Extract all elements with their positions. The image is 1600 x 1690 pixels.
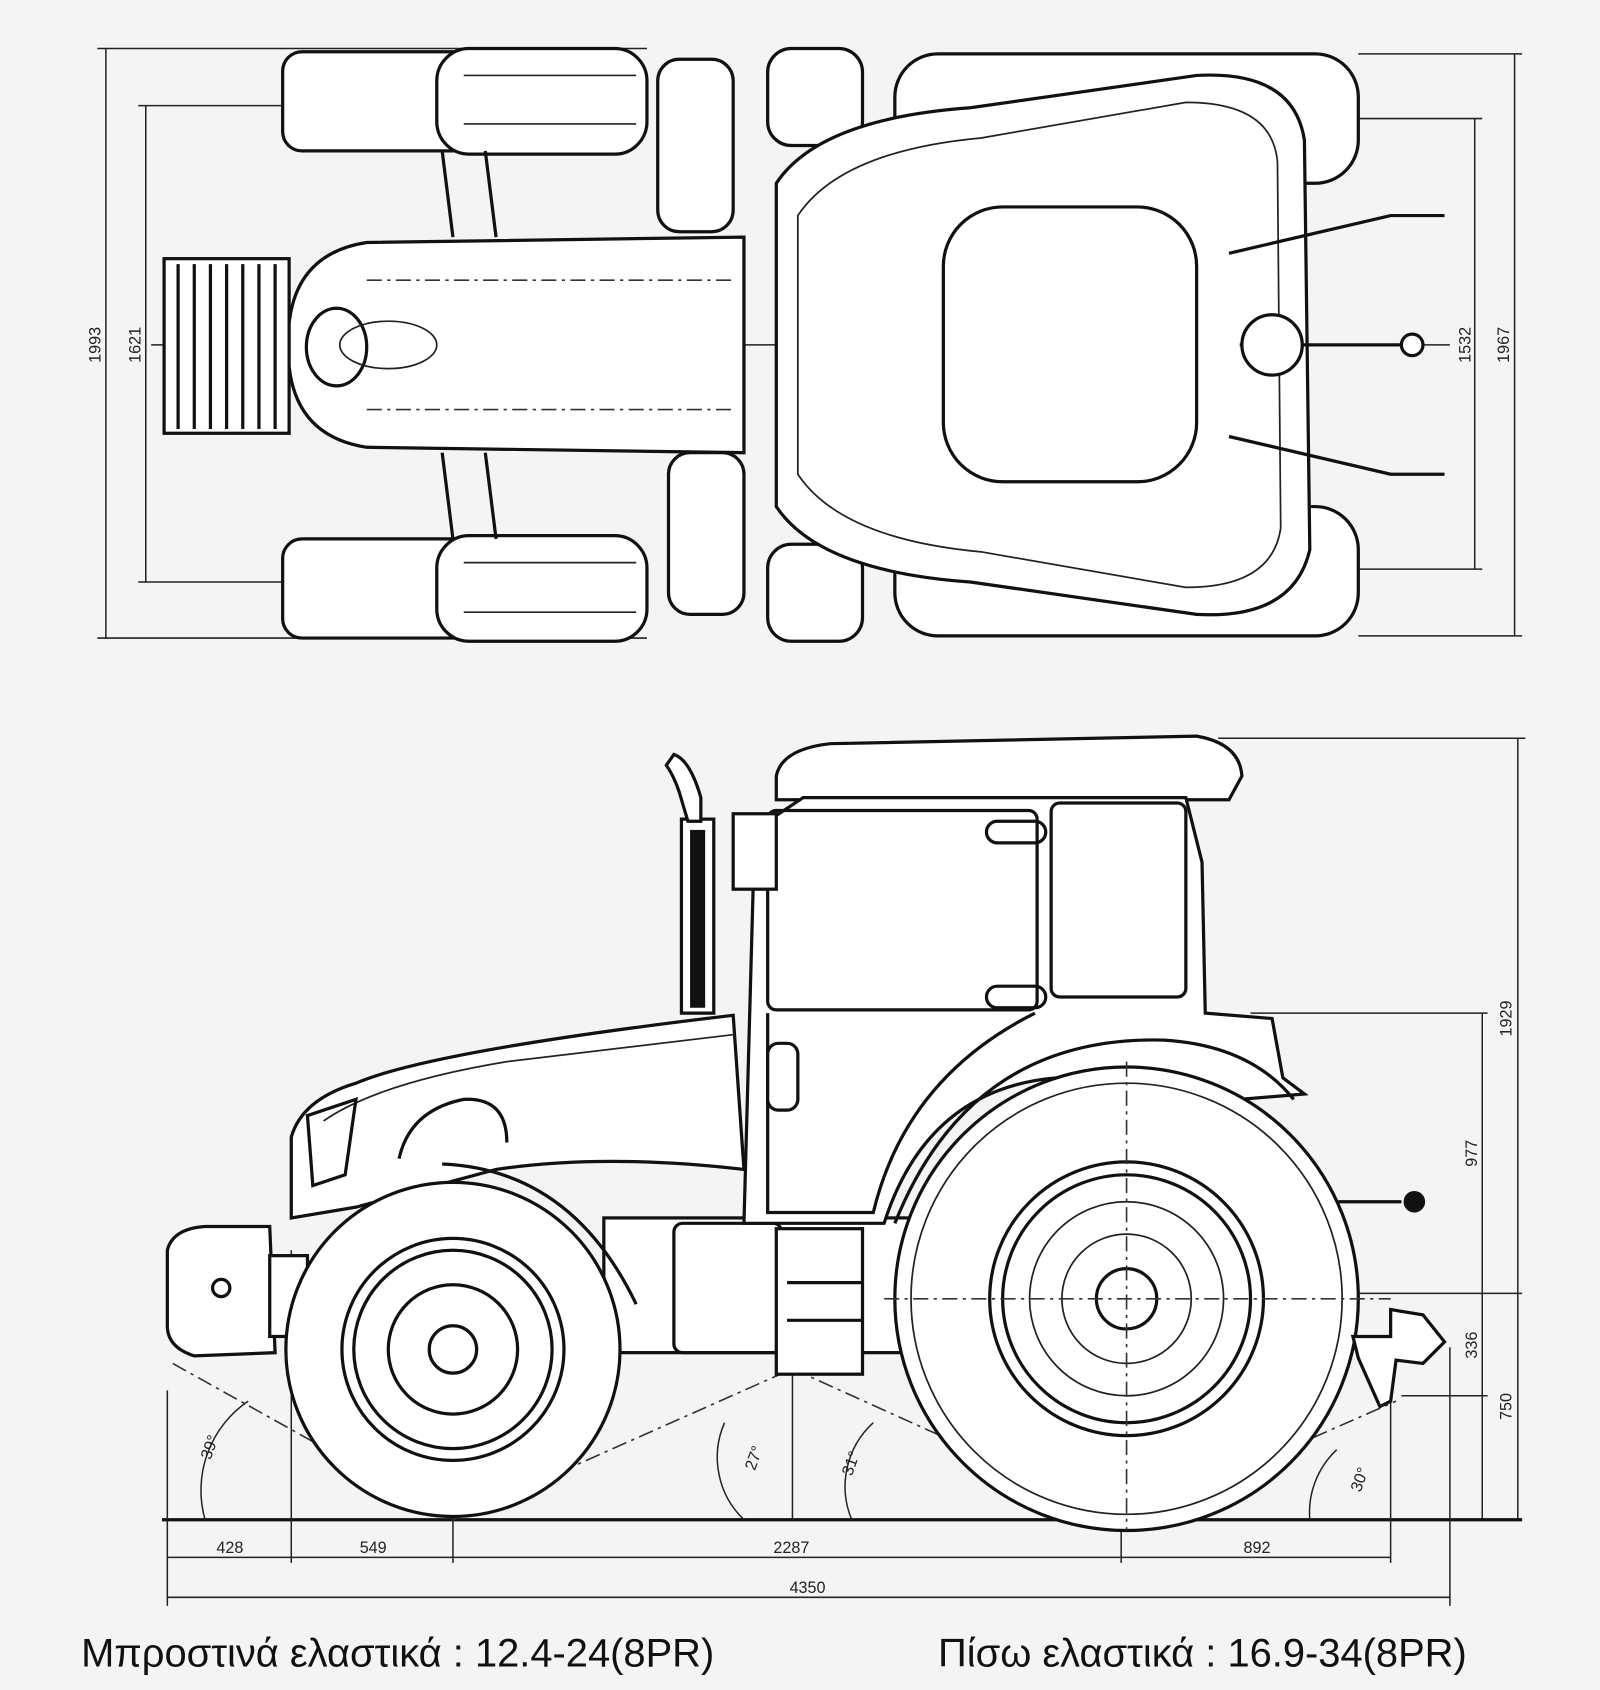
- cab-window-top: [941, 205, 1199, 484]
- dim-front-overhang: 428: [216, 1539, 243, 1557]
- dim-rear-track: 1532: [1456, 327, 1474, 363]
- dim-hitch-height: 336: [1463, 1332, 1481, 1359]
- angle-rear-departure: 30°: [1347, 1465, 1372, 1494]
- angle-mid-rear: 31°: [839, 1449, 864, 1478]
- dim-drawbar-to-top: 977: [1463, 1140, 1481, 1167]
- top-view: 1993 1621 1532 1967: [87, 46, 1523, 643]
- side-dimension-lines: [161, 737, 1526, 1606]
- cab-rear-window: [1049, 801, 1188, 999]
- front-left-wheel-top: [281, 46, 649, 156]
- cab-roof-side: [774, 734, 1244, 802]
- cab-door-window: [766, 808, 1039, 1012]
- dim-rear-overall-width: 1967: [1495, 327, 1513, 363]
- hood-side: [289, 1013, 746, 1220]
- front-tires-caption: Μπροστινά ελαστικά : 12.4-24(8PR): [81, 1631, 714, 1675]
- rear-wheel-side: [884, 1061, 1391, 1533]
- exhaust-pipe: [664, 752, 716, 1015]
- dim-rear-overhang: 892: [1244, 1539, 1271, 1557]
- front-right-wheel-top: [281, 534, 649, 643]
- front-weights-top: [162, 257, 291, 435]
- rear-tires-caption: Πίσω ελαστικά : 16.9-34(8PR): [938, 1631, 1467, 1675]
- dim-wheelbase: 2287: [773, 1539, 809, 1557]
- side-view: 1929 977 336 750 428 549 2287 892 4350 3…: [161, 734, 1526, 1606]
- dim-front-overall-width: 1993: [87, 327, 105, 363]
- dim-overall-length: 4350: [790, 1579, 826, 1597]
- dim-height: 1929: [1497, 1001, 1515, 1037]
- front-fender: [442, 1162, 638, 1305]
- rear-hitch-top: [1228, 213, 1445, 476]
- angle-front-approach: 39°: [197, 1433, 222, 1462]
- rear-fender: [893, 1038, 1295, 1224]
- cab-roof-top: [774, 73, 1312, 617]
- hood-top: [287, 235, 746, 455]
- dim-front-track: 1621: [126, 327, 144, 363]
- dim-front-axle-offset: 549: [360, 1539, 387, 1557]
- rear-hitch-side: [1336, 1190, 1447, 1409]
- front-weights-side: [165, 1224, 310, 1358]
- front-wheel-side: [284, 1180, 622, 1519]
- angle-mid-front: 27°: [742, 1443, 767, 1472]
- dim-drawbar-height: 750: [1497, 1393, 1515, 1420]
